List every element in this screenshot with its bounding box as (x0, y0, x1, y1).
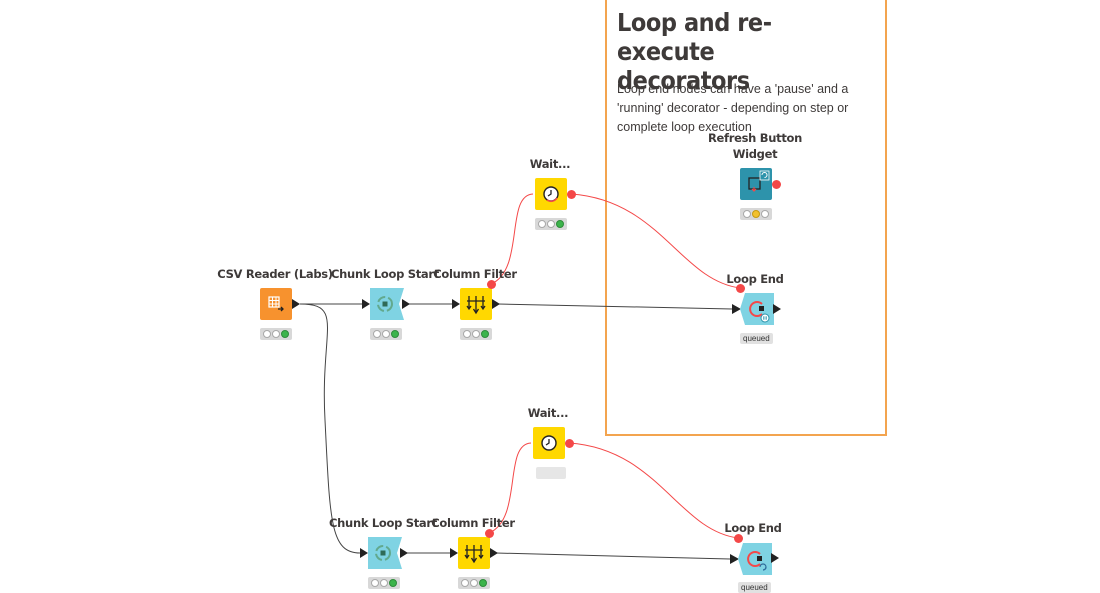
filter-icon (464, 545, 484, 564)
filter-icon (466, 296, 486, 315)
flowvar-filter1-to-wait1 (490, 193, 534, 285)
loop-end-1-output-port[interactable] (773, 304, 781, 314)
loop-end-1-flowvar-port[interactable] (736, 284, 745, 293)
refresh-button-widget-node[interactable] (740, 168, 772, 200)
status-light-green (389, 579, 398, 587)
csv-reader-output-port[interactable] (292, 299, 300, 309)
node-label-column-filter-2[interactable]: Column Filter (431, 516, 515, 530)
refresh-button-widget-status-lights (740, 208, 772, 220)
status-light-green (761, 210, 770, 218)
node-label-chunk-loop-start-2[interactable]: Chunk Loop Start (329, 516, 437, 530)
status-light-yellow (546, 220, 555, 228)
connection-filter1-to-loopend1 (497, 303, 733, 310)
node-label-loop-end-2[interactable]: Loop End (724, 521, 782, 535)
loop-start-icon (368, 537, 402, 569)
status-light-green (281, 330, 290, 338)
chunk-loop-start-2-node[interactable] (368, 537, 402, 569)
node-label-column-filter-1[interactable]: Column Filter (433, 267, 517, 281)
node-label-loop-end-1[interactable]: Loop End (726, 272, 784, 286)
status-light-yellow (469, 579, 478, 587)
loop-end-1-node[interactable] (740, 293, 774, 325)
chunk-loop-start-2-status-lights (368, 577, 400, 589)
wait-1-status-lights (535, 218, 567, 230)
arrowhead (360, 548, 368, 558)
loop-end-2-flowvar-port[interactable] (734, 534, 743, 543)
node-label-csv-reader[interactable]: CSV Reader (Labs) (217, 267, 333, 281)
clock-icon (541, 435, 557, 451)
refresh-widget-icon (748, 170, 770, 192)
loop-start-icon (370, 288, 404, 320)
node-label-wait-1[interactable]: Wait... (529, 157, 571, 171)
wait-1-flowvar-port[interactable] (567, 190, 576, 199)
csv-reader-node[interactable] (260, 288, 292, 320)
running-decorator-icon (759, 563, 767, 571)
status-light-green (479, 579, 488, 587)
chunk-loop-start-1-status-lights (370, 328, 402, 340)
arrowhead (732, 304, 741, 314)
status-light-red (460, 579, 469, 587)
workflow-annotation[interactable]: Loop and re-execute decorators Loop end … (605, 0, 887, 436)
column-filter-2-output-port[interactable] (490, 548, 498, 558)
chunk-loop-start-1-node[interactable] (370, 288, 404, 320)
status-light-red (537, 220, 546, 228)
status-light-red (370, 579, 379, 587)
loop-end-1-status-badge: queued (740, 333, 773, 344)
annotation-text: Loop end nodes can have a 'pause' and a … (617, 82, 849, 134)
pause-decorator-icon (760, 313, 770, 323)
arrowhead (450, 548, 458, 558)
connection-filter2-to-loopend2 (495, 552, 731, 560)
loop-end-icon (740, 293, 774, 325)
column-filter-1-flowvar-port[interactable] (487, 280, 496, 289)
annotation-title: Loop and re-execute decorators (617, 8, 772, 95)
wait-2-flowvar-port[interactable] (565, 439, 574, 448)
status-light-yellow (379, 579, 388, 587)
loop-end-2-status-badge: queued (738, 582, 771, 593)
table-read-icon (268, 296, 284, 312)
status-light-red (262, 330, 271, 338)
wait-2-node[interactable] (533, 427, 565, 459)
flowvar-wait2-to-loopend2 (568, 442, 739, 539)
clock-icon (543, 186, 559, 203)
column-filter-2-flowvar-port[interactable] (485, 529, 494, 538)
arrowhead (452, 299, 460, 309)
status-light-green (556, 220, 565, 228)
node-label-wait-2[interactable]: Wait... (527, 406, 569, 420)
column-filter-2-node[interactable] (458, 537, 490, 569)
status-light-red (372, 330, 381, 338)
status-light-yellow (471, 330, 480, 338)
status-light-green (481, 330, 490, 338)
column-filter-1-status-lights (460, 328, 492, 340)
status-light-yellow (381, 330, 390, 338)
csv-reader-status-lights (260, 328, 292, 340)
arrowhead (362, 299, 370, 309)
loop-end-icon (738, 543, 772, 575)
status-light-yellow (751, 210, 760, 218)
status-light-yellow (271, 330, 280, 338)
chunk-loop-start-1-output-port[interactable] (402, 299, 410, 309)
status-light-red (742, 210, 751, 218)
wait-1-node[interactable] (535, 178, 567, 210)
status-light-red (462, 330, 471, 338)
column-filter-1-output-port[interactable] (492, 299, 500, 309)
connection-csv-to-loopstart2 (299, 303, 361, 554)
arrowhead (730, 554, 739, 564)
status-light-green (391, 330, 400, 338)
wait-2-status-placeholder (536, 467, 566, 479)
node-label-refresh-button-widget[interactable]: Refresh Button Widget (708, 131, 802, 161)
chunk-loop-start-2-output-port[interactable] (400, 548, 408, 558)
flowvar-wait1-to-loopend1 (570, 193, 741, 289)
loop-end-2-output-port[interactable] (771, 553, 779, 563)
node-label-chunk-loop-start-1[interactable]: Chunk Loop Start (331, 267, 439, 281)
loop-end-2-node[interactable] (738, 543, 772, 575)
column-filter-2-status-lights (458, 577, 490, 589)
column-filter-1-node[interactable] (460, 288, 492, 320)
refresh-button-widget-flowvar-port[interactable] (772, 180, 781, 189)
flowvar-filter2-to-wait2 (488, 442, 532, 534)
